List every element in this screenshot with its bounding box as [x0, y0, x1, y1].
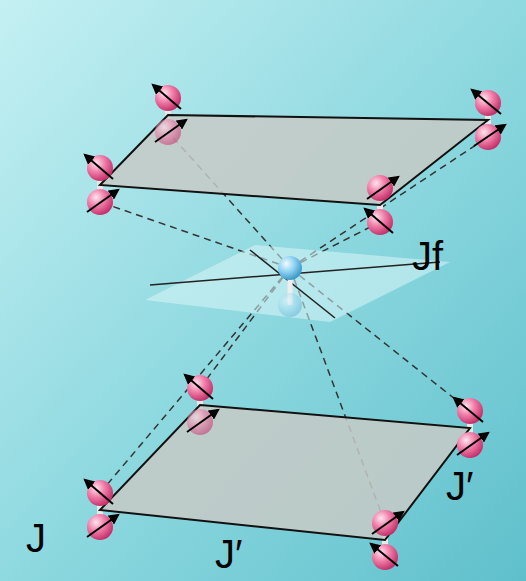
- top-layer: [85, 85, 505, 235]
- middle-plane: [145, 245, 450, 322]
- exchange-label: J: [26, 518, 46, 558]
- exchange-label: J′: [446, 466, 474, 506]
- exchange-label: Jf: [412, 236, 443, 276]
- center-spin: [278, 256, 302, 280]
- bottom-layer: [85, 375, 488, 570]
- exchange-label: J′: [215, 534, 243, 574]
